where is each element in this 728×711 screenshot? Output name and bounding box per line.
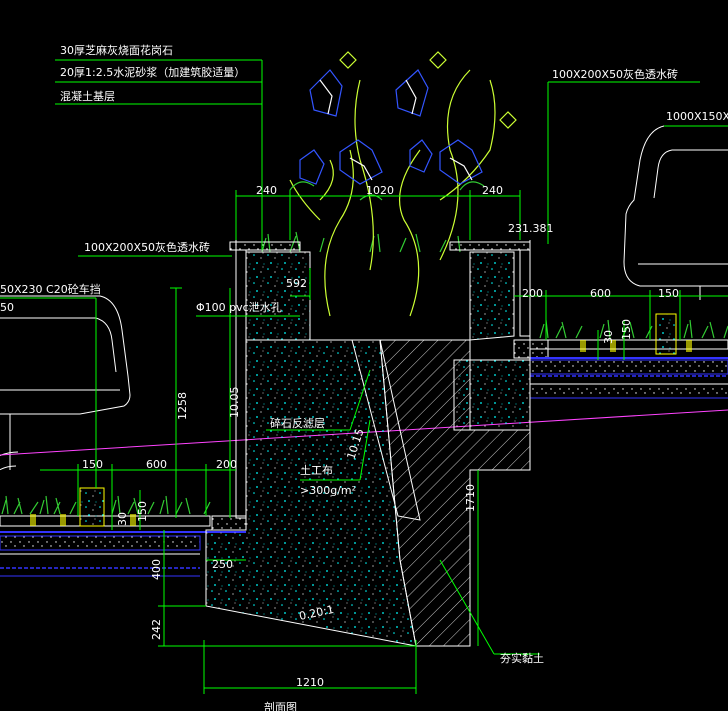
drain-block-right — [453, 359, 531, 431]
dim-30-left: 30 — [116, 512, 129, 526]
dim-150-left: 150 — [82, 458, 103, 471]
dim-600-left: 600 — [146, 458, 167, 471]
label-layer-mortar: 20厚1:2.5水泥砂浆（加建筑胶适量） — [60, 65, 245, 79]
dim-1258: 1258 — [176, 392, 189, 420]
dim-30-right: 30 — [602, 330, 615, 344]
dim-600-right: 600 — [590, 287, 611, 300]
dim-1005: 10.05 — [228, 387, 241, 419]
dim-200-left: 200 — [216, 458, 237, 471]
dim-240-left: 240 — [256, 184, 277, 197]
label-geotextile-spec: >300g/m² — [300, 484, 356, 497]
dim-592: 592 — [286, 277, 307, 290]
label-brick-right: 100X200X50灰色透水砖 — [552, 67, 678, 81]
dim-231: 231.381 — [508, 222, 554, 235]
dim-242: 242 — [150, 619, 163, 640]
dim-150-right: 150 — [658, 287, 679, 300]
concrete-foundation — [205, 339, 417, 647]
dim-200-right: 200 — [522, 287, 543, 300]
section-title: 剖面图 — [264, 700, 297, 711]
label-drain-hole: Φ100 pvc泄水孔 — [196, 301, 282, 314]
label-layer-concrete: 混凝土基层 — [60, 89, 115, 103]
label-compacted-soil: 夯实黏土 — [500, 651, 544, 665]
label-curb-left: 50X230 C20砼车挡 — [0, 282, 101, 296]
dim-1020: 1020 — [366, 184, 394, 197]
car-right — [623, 125, 728, 300]
label-brick-left: 100X200X50灰色透水砖 — [84, 240, 210, 254]
dim-150-right-v: 150 — [620, 319, 633, 340]
dim-150-left-v: 150 — [136, 501, 149, 522]
dim-1210: 1210 — [296, 676, 324, 689]
car-left — [0, 295, 131, 471]
dim-1710: 1710 — [464, 484, 477, 512]
leader-lines — [0, 59, 728, 655]
label-layer-granite: 30厚芝麻灰烧面花岗石 — [60, 43, 173, 57]
dim-250: 250 — [212, 558, 233, 571]
label-gravel: 碎石反滤层 — [270, 416, 325, 430]
label-brick-far-right: 1000X150X2 — [666, 110, 728, 123]
label-geotextile: 土工布 — [300, 464, 333, 477]
flower-illustration — [289, 51, 517, 317]
pavement-left — [0, 487, 247, 577]
dimension-lines — [40, 190, 728, 694]
dim-400: 400 — [150, 559, 163, 580]
label-curb-left-sub: 50 — [0, 301, 14, 314]
pavement-right — [513, 313, 728, 399]
retaining-wall-right — [469, 251, 515, 341]
dim-240-right: 240 — [482, 184, 503, 197]
